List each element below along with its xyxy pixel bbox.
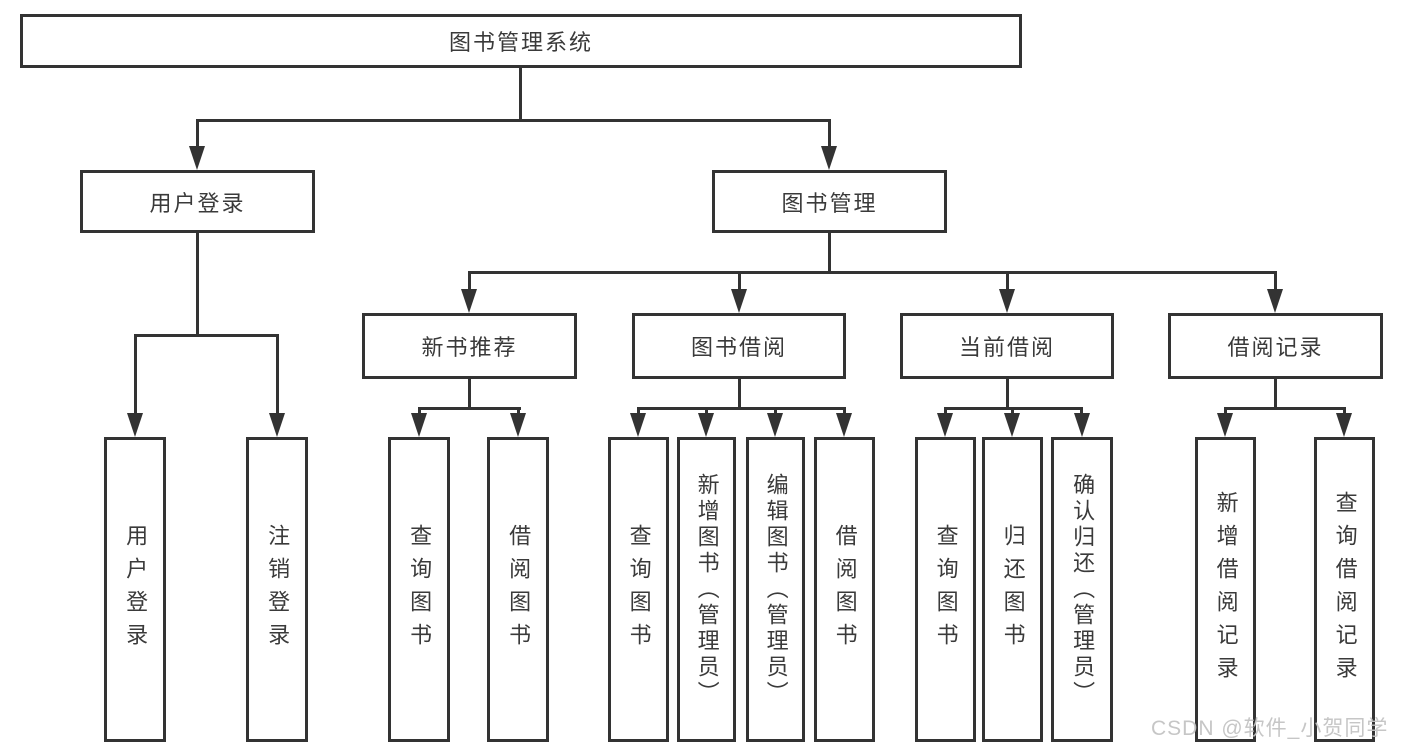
leaf-label: 编辑图书（管理员） <box>763 472 789 707</box>
edge-line <box>828 122 831 148</box>
arrow-down-icon <box>821 146 837 170</box>
edge-line <box>944 407 1083 410</box>
leaf-add-borrow-record: 新增借阅记录 <box>1195 437 1256 742</box>
node-user-login: 用户登录 <box>80 170 315 233</box>
node-new-book-recommendation: 新书推荐 <box>362 313 577 379</box>
arrow-down-icon <box>937 413 953 437</box>
edge-line <box>944 410 947 414</box>
edge-line <box>1080 410 1083 414</box>
arrow-down-icon <box>836 413 852 437</box>
leaf-label: 确认归还（管理员） <box>1070 472 1096 707</box>
leaf-label: 查询图书 <box>933 523 959 656</box>
arrow-down-icon <box>411 413 427 437</box>
node-book-management: 图书管理 <box>712 170 947 233</box>
leaf-borrow-books-recommend: 借阅图书 <box>487 437 549 742</box>
leaf-user-login: 用户登录 <box>104 437 166 742</box>
edge-line <box>1224 407 1346 410</box>
arrow-down-icon <box>127 413 143 437</box>
edge-line <box>468 379 471 410</box>
arrow-down-icon <box>767 413 783 437</box>
edge-line <box>828 233 831 274</box>
node-label: 图书借阅 <box>690 335 787 360</box>
node-borrowing-records: 借阅记录 <box>1168 313 1383 379</box>
arrow-down-icon <box>698 413 714 437</box>
edge-line <box>134 334 279 337</box>
leaf-return-books: 归还图书 <box>982 437 1043 742</box>
edge-line <box>843 410 846 414</box>
leaf-query-books-current: 查询图书 <box>915 437 976 742</box>
arrow-down-icon <box>1004 413 1020 437</box>
node-book-borrowing: 图书借阅 <box>632 313 846 379</box>
arrow-down-icon <box>1336 413 1352 437</box>
leaf-label: 借阅图书 <box>832 523 858 656</box>
node-library-management-system: 图书管理系统 <box>20 14 1022 68</box>
edge-line <box>418 407 521 410</box>
leaf-query-books-recommend: 查询图书 <box>388 437 450 742</box>
node-current-borrowing: 当前借阅 <box>900 313 1114 379</box>
edge-line <box>705 410 708 414</box>
leaf-label: 查询借阅记录 <box>1332 490 1358 689</box>
edge-line <box>1343 410 1346 414</box>
edge-line <box>196 233 199 337</box>
leaf-label: 查询图书 <box>407 523 433 656</box>
edge-line <box>1006 274 1009 291</box>
arrow-down-icon <box>510 413 526 437</box>
edge-line <box>134 337 137 413</box>
edge-line <box>774 410 777 414</box>
edge-line <box>196 119 831 122</box>
edge-line <box>738 274 741 291</box>
watermark: CSDN @软件_小贺同学 <box>1151 717 1389 740</box>
leaf-confirm-return-admin: 确认归还（管理员） <box>1051 437 1113 742</box>
leaf-add-book-admin: 新增图书（管理员） <box>677 437 736 742</box>
leaf-label: 新增图书（管理员） <box>694 472 720 707</box>
edge-line <box>738 379 741 410</box>
leaf-label: 新增借阅记录 <box>1213 490 1239 689</box>
edge-line <box>637 410 640 414</box>
node-label: 借阅记录 <box>1227 335 1324 360</box>
edge-line <box>1011 410 1014 414</box>
edge-line <box>276 337 279 413</box>
leaf-logout: 注销登录 <box>246 437 308 742</box>
node-label: 图书管理 <box>781 190 878 216</box>
node-label: 新书推荐 <box>421 335 518 360</box>
edge-line <box>418 410 421 414</box>
arrow-down-icon <box>269 413 285 437</box>
leaf-label: 借阅图书 <box>506 523 532 656</box>
edge-line <box>1274 274 1277 291</box>
arrow-down-icon <box>189 146 205 170</box>
leaf-label: 用户登录 <box>123 523 149 656</box>
node-label: 当前借阅 <box>958 335 1055 360</box>
edge-line <box>468 271 1277 274</box>
arrow-down-icon <box>731 289 747 313</box>
edge-line <box>1224 410 1227 414</box>
arrow-down-icon <box>1074 413 1090 437</box>
edge-line <box>519 68 522 122</box>
edge-line <box>517 410 520 414</box>
arrow-down-icon <box>1267 289 1283 313</box>
leaf-edit-book-admin: 编辑图书（管理员） <box>746 437 805 742</box>
node-label: 用户登录 <box>149 190 246 216</box>
leaf-borrow-books-borrowing: 借阅图书 <box>814 437 875 742</box>
leaf-label: 查询图书 <box>626 523 652 656</box>
leaf-label: 注销登录 <box>265 523 291 656</box>
node-label: 图书管理系统 <box>448 30 593 55</box>
leaf-label: 归还图书 <box>1000 523 1026 656</box>
arrow-down-icon <box>999 289 1015 313</box>
arrow-down-icon <box>461 289 477 313</box>
edge-line <box>1274 379 1277 410</box>
arrow-down-icon <box>630 413 646 437</box>
arrow-down-icon <box>1217 413 1233 437</box>
edge-line <box>468 274 471 291</box>
edge-line <box>1006 379 1009 410</box>
edge-line <box>637 407 846 410</box>
edge-line <box>196 122 199 148</box>
leaf-query-borrow-record: 查询借阅记录 <box>1314 437 1375 742</box>
leaf-query-books-borrowing: 查询图书 <box>608 437 669 742</box>
